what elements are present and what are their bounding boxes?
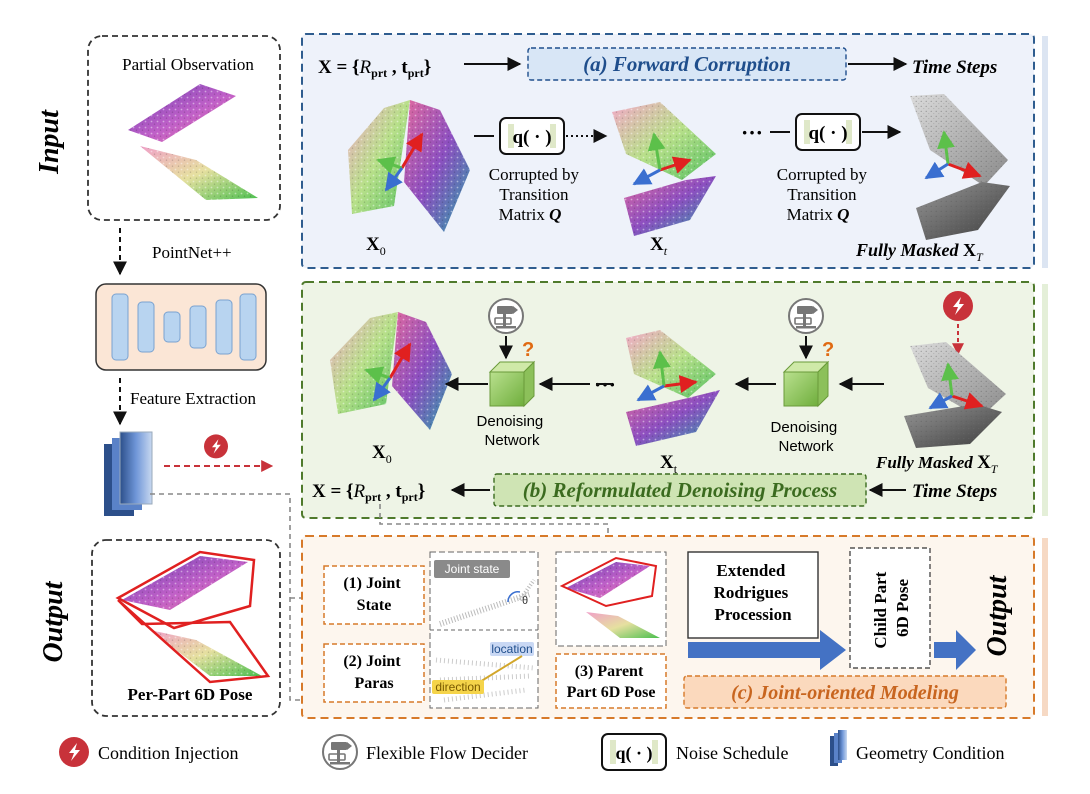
forward-xT-pointcloud [910,94,1010,240]
forward-q-label-2: q( · ) [808,123,847,144]
forward-fully-masked: Fully Masked XT [855,240,984,264]
forward-corrupt-text-1: Corrupted by Transition Matrix Q [489,165,583,224]
joint-paras-label: (2) Joint Paras [343,653,404,692]
child-to-output-arrow [934,630,976,670]
denoise-question-1: ? [522,339,534,361]
joint-state-label: (1) Joint State [343,575,404,614]
denoise-flow-icon-2 [788,298,824,334]
forward-title-box [527,47,847,81]
denoise-xT-pointcloud [904,342,1006,448]
denoise-x0: X0 [372,442,392,466]
denoise-question-2: ? [822,339,834,361]
denoise-title-box [493,473,867,507]
denoise-network-cube-2 [783,361,829,407]
parent-pose-box [555,653,667,709]
denoise-flow-icon-1 [488,298,524,334]
denoise-title: (b) Reformulated Denoising Process [523,478,837,502]
equation-to-parent-connector [379,504,613,549]
input-side-label: Input [34,109,65,175]
partial-observation-label: Partial Observation [122,55,254,74]
forward-xt: Xt [650,234,668,258]
denoise-fully-masked: Fully Masked XT [875,452,999,476]
forward-x0-pointcloud [348,100,470,232]
forward-ellipsis: ··· [741,120,763,145]
joint-state-tag: Joint state [445,562,500,576]
forward-title: (a) Forward Corruption [583,52,791,76]
geometry-condition-block [104,431,153,516]
denoise-time-steps: Time Steps [912,481,997,502]
output-title-box [683,675,1007,709]
output-title: (c) Joint-oriented Modeling [731,682,959,704]
forward-side-bar [1042,36,1048,268]
joint-theta: θ [522,595,528,607]
legend-noise: Noise Schedule [676,743,788,763]
rodrigues-box [687,551,819,639]
per-part-pose-pointcloud [115,550,271,684]
legend-geometry: Geometry Condition [856,743,1004,763]
pointnet-encoder [95,283,267,371]
legend-noise-q: q( · ) [615,743,652,764]
parent-pose-label: (3) Parent Part 6D Pose [567,663,656,701]
denoise-x-equation: X = {Rprt , tprt} [312,481,425,504]
legend-condition: Condition Injection [98,743,238,763]
output-side-bar [1042,538,1048,716]
denoise-xt-pointcloud [626,330,720,446]
forward-corrupt-text-2: Corrupted by Transition Matrix Q [777,165,871,224]
forward-time-steps: Time Steps [912,57,997,78]
joint-direction-tag: direction [435,680,480,694]
denoise-xt: Xt [660,452,678,476]
legend-condition-icon [59,737,89,767]
per-part-pose-label: Per-Part 6D Pose [128,685,253,704]
legend-flow: Flexible Flow Decider [366,743,528,763]
denoise-network-label-1: Denoising Network [477,413,548,449]
legend-flow-icon [322,734,358,770]
forward-x-equation: X = {Rprt , tprt} [318,57,431,80]
output-side-label: Output [38,580,69,662]
joint-paras-box [323,643,425,703]
denoise-network-label-2: Denoising Network [771,419,842,455]
child-pose-box [849,547,931,669]
rodrigues-big-arrow [688,630,846,670]
forward-x0: X0 [366,234,386,258]
child-pose-label: Child Part 6D Pose [871,567,912,648]
joint-location-tag: location [491,642,532,656]
parent-pose-pointcloud [559,556,660,638]
output-panel-label: Output [982,574,1013,656]
forward-xt-pointcloud [612,102,716,236]
denoise-panel [301,281,1035,519]
partial-observation-pointcloud [128,84,258,200]
feature-extraction-label: Feature Extraction [130,389,257,408]
denoise-network-cube-1 [489,361,535,407]
joint-illustration [429,551,539,709]
denoise-x0-pointcloud [330,312,452,430]
joint-state-box [323,565,425,625]
legend-geometry-icon [830,730,847,766]
rodrigues-label: Extended Rodrigues Procession [714,561,793,624]
denoise-side-bar [1042,284,1048,516]
pointnet-label: PointNet++ [152,243,232,262]
condition-injection-icon [204,434,228,459]
forward-q-label-1: q( · ) [512,127,551,148]
denoise-condition-icon [943,291,973,321]
